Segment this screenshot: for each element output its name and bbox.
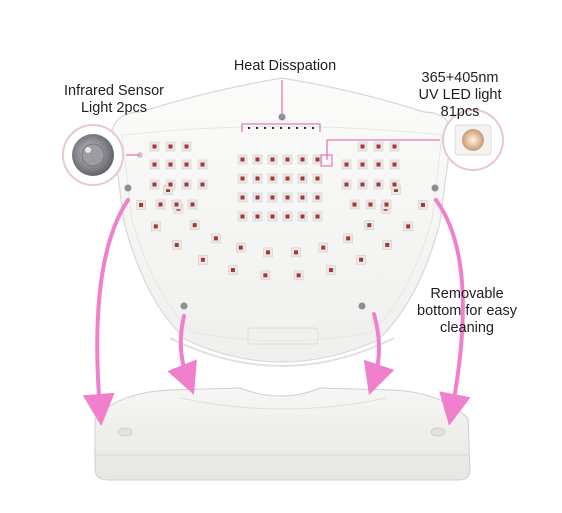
- uv-led-core: [168, 144, 173, 149]
- uv-led-core: [190, 202, 195, 207]
- uv-led-core: [200, 182, 205, 187]
- uv-led-core: [255, 214, 260, 219]
- uv-led-core: [360, 182, 365, 187]
- uv-led-core: [240, 157, 245, 162]
- uv-led-core: [285, 157, 290, 162]
- uv-led-core: [376, 144, 381, 149]
- uv-led-core: [329, 268, 334, 273]
- uv-led-core: [255, 195, 260, 200]
- uv-led-core: [153, 224, 158, 229]
- uv-led-core: [174, 242, 179, 247]
- uv-led-core: [238, 245, 243, 250]
- heat-vent-holes: [248, 127, 314, 129]
- uv-led-core: [270, 195, 275, 200]
- uv-led-core: [200, 162, 205, 167]
- uv-led-core: [166, 187, 171, 192]
- uv-led-core: [255, 176, 260, 181]
- uv-led-core: [392, 162, 397, 167]
- uv-led-core: [296, 273, 301, 278]
- removal-arrows: [82, 198, 471, 426]
- uv-led-core: [346, 236, 351, 241]
- uv-led-core: [315, 214, 320, 219]
- uv-led-core: [174, 202, 179, 207]
- uv-led-core: [300, 176, 305, 181]
- uv-led-core: [392, 144, 397, 149]
- uv-led-core: [300, 157, 305, 162]
- uv-led-core: [393, 187, 398, 192]
- uv-led-core: [263, 273, 268, 278]
- uv-led-core: [376, 162, 381, 167]
- uv-led-core: [230, 268, 235, 273]
- uv-led-core: [344, 162, 349, 167]
- uv-led-core: [368, 202, 373, 207]
- uv-led-core: [385, 242, 390, 247]
- uv-led-core: [158, 202, 163, 207]
- uv-led-core: [285, 195, 290, 200]
- uv-led-core: [285, 214, 290, 219]
- uv-led-core: [168, 182, 173, 187]
- uv-led-core: [300, 214, 305, 219]
- infrared-sensor-label: Infrared Sensor Light 2pcs: [64, 83, 164, 116]
- removable-base-tray: [94, 387, 471, 481]
- uv-led-core: [294, 250, 299, 255]
- uv-led-core: [367, 223, 372, 228]
- uv-led-core: [376, 182, 381, 187]
- arrow-right-outer: [434, 198, 471, 426]
- infrared-sensor-lens-icon: [62, 124, 124, 186]
- uv-led-core: [184, 162, 189, 167]
- uv-led-label: 365+405nm UV LED light 81pcs: [418, 70, 502, 120]
- arrow-left-outer: [82, 198, 130, 426]
- screw-bottom-right: [358, 302, 366, 310]
- uv-led-core: [240, 214, 245, 219]
- uv-led-core: [240, 176, 245, 181]
- uv-led-core: [300, 195, 305, 200]
- uv-led-array: [136, 141, 428, 281]
- heat-vent-bracket: [241, 123, 321, 132]
- uv-led-core: [240, 195, 245, 200]
- uv-led-core: [315, 195, 320, 200]
- arrow-left-inner: [167, 314, 197, 395]
- uv-led-chip-icon: [442, 109, 504, 171]
- uv-led-core: [270, 176, 275, 181]
- uv-led-core: [360, 162, 365, 167]
- heat-dissipation-label: Heat Disspation: [233, 58, 337, 74]
- removable-bottom-label: Removable bottom for easy cleaning: [417, 286, 517, 336]
- uv-led-core: [315, 176, 320, 181]
- uv-led-core: [360, 144, 365, 149]
- arrow-right-inner: [363, 312, 395, 396]
- uv-led-core: [344, 182, 349, 187]
- uv-led-core: [285, 176, 290, 181]
- uv-led-core: [200, 257, 205, 262]
- uv-led-core: [270, 157, 275, 162]
- uv-led-core: [152, 144, 157, 149]
- screw-left: [124, 184, 132, 192]
- uv-led-core: [384, 202, 389, 207]
- uv-led-core: [139, 202, 144, 207]
- uv-led-core: [152, 182, 157, 187]
- lamp-shell: [111, 77, 453, 368]
- uv-led-core: [184, 182, 189, 187]
- uv-led-core: [420, 202, 425, 207]
- uv-led-core: [152, 162, 157, 167]
- uv-led-core: [359, 257, 364, 262]
- uv-led-core: [392, 182, 397, 187]
- uv-led-core: [192, 223, 197, 228]
- uv-callout-line: [326, 139, 440, 160]
- uv-led-core: [352, 202, 357, 207]
- uv-led-core: [270, 214, 275, 219]
- uv-led-core: [184, 144, 189, 149]
- screw-right: [431, 184, 439, 192]
- uv-led-core: [315, 157, 320, 162]
- screw-bottom-left: [180, 302, 188, 310]
- uv-led-core: [213, 236, 218, 241]
- uv-led-core: [168, 162, 173, 167]
- uv-led-core: [265, 250, 270, 255]
- uv-led-core: [406, 224, 411, 229]
- uv-led-core: [255, 157, 260, 162]
- uv-led-core: [321, 245, 326, 250]
